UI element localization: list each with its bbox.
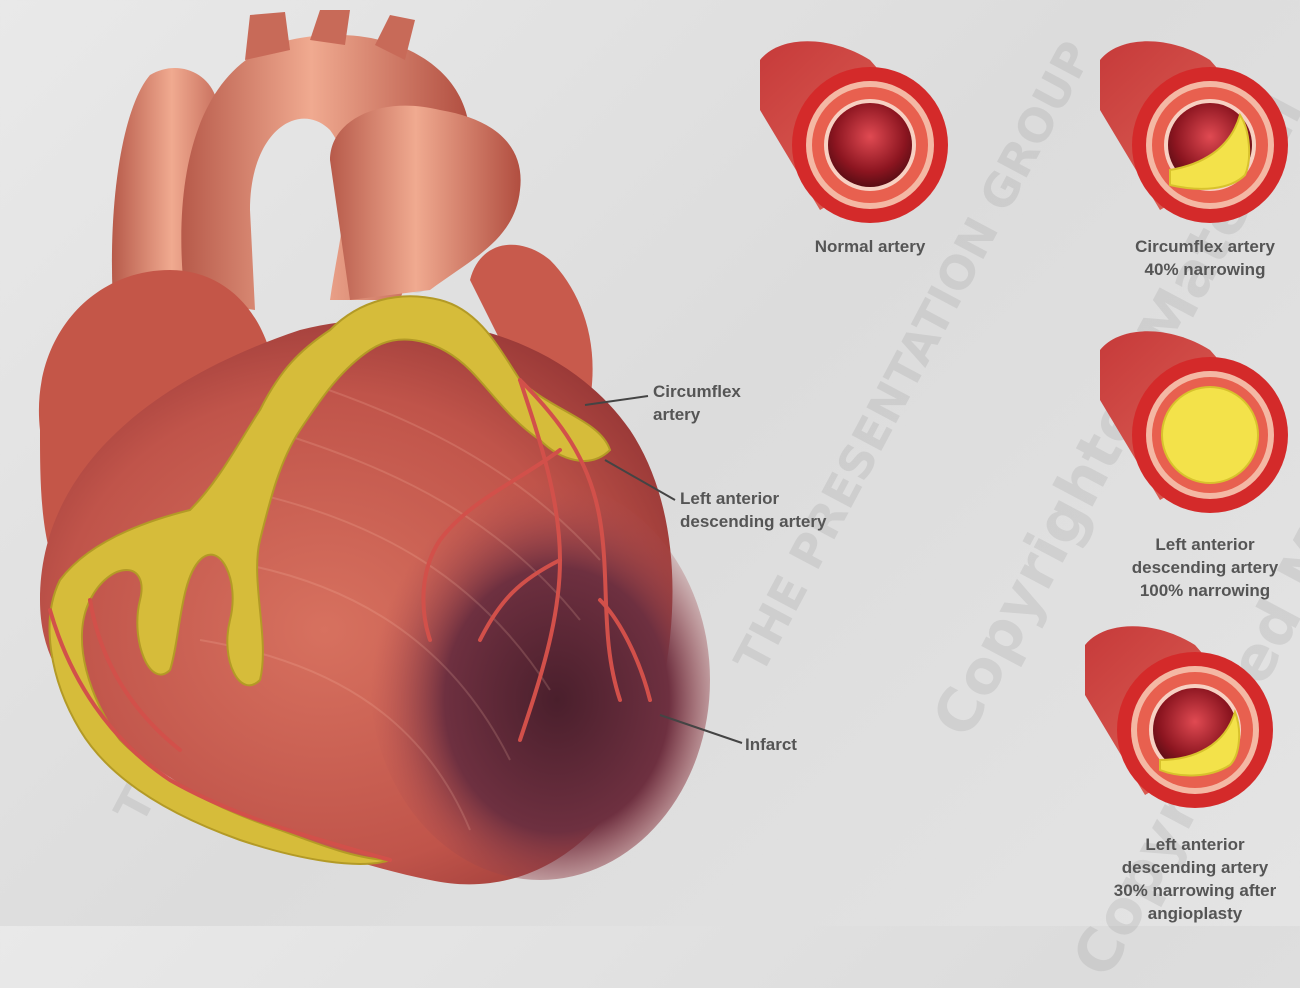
- caption-lad100-line-1: Left anterior: [1105, 533, 1300, 556]
- label-infarct: Infarct: [745, 733, 797, 756]
- caption-lad30-line-3: 30% narrowing after: [1090, 879, 1300, 902]
- caption-lad100-line-2: descending artery: [1105, 556, 1300, 579]
- caption-lad30-line-1: Left anterior: [1090, 833, 1300, 856]
- caption-normal-line-1: Normal artery: [770, 235, 970, 258]
- label-circumflex-line-2: artery: [653, 403, 741, 426]
- label-circumflex-line-1: Circumflex: [653, 380, 741, 403]
- artery-lad-30: [1085, 626, 1273, 808]
- caption-lad100-line-3: 100% narrowing: [1105, 579, 1300, 602]
- caption-lad-30: Left anterior descending artery 30% narr…: [1090, 833, 1300, 925]
- caption-lad-100: Left anterior descending artery 100% nar…: [1105, 533, 1300, 602]
- label-lad-artery: Left anterior descending artery: [680, 487, 826, 533]
- artery-lad-100: [1100, 331, 1288, 513]
- label-lad-line-1: Left anterior: [680, 487, 826, 510]
- heart-illustration: [39, 10, 710, 884]
- artery-circumflex-40: [1100, 41, 1288, 223]
- label-lad-line-2: descending artery: [680, 510, 826, 533]
- caption-circumflex-line-2: 40% narrowing: [1105, 258, 1300, 281]
- caption-circumflex-line-1: Circumflex artery: [1105, 235, 1300, 258]
- caption-normal-artery: Normal artery: [770, 235, 970, 258]
- artery-normal: [760, 41, 948, 223]
- caption-lad30-line-2: descending artery: [1090, 856, 1300, 879]
- caption-lad30-line-4: angioplasty: [1090, 902, 1300, 925]
- illustration: [0, 0, 1300, 926]
- caption-circumflex-40: Circumflex artery 40% narrowing: [1105, 235, 1300, 281]
- label-circumflex-artery: Circumflex artery: [653, 380, 741, 426]
